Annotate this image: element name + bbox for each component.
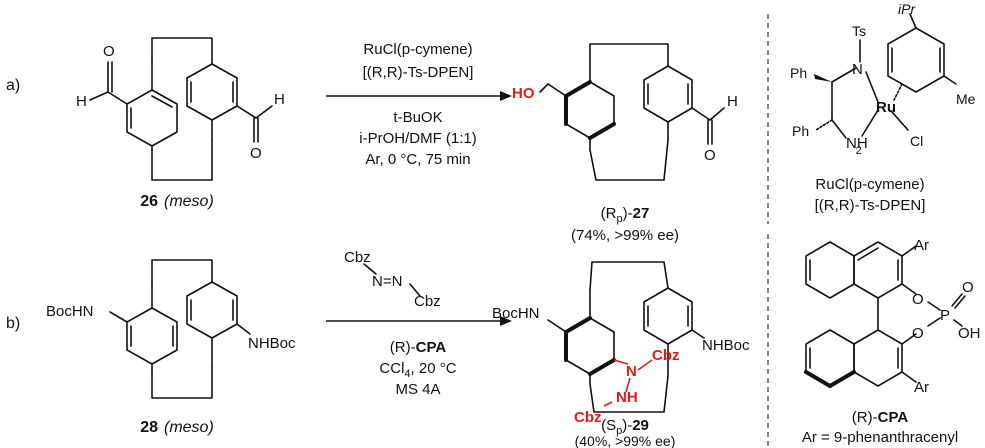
cat-ru: Ru bbox=[876, 99, 896, 116]
reactant-28-structure bbox=[109, 259, 251, 399]
condition-b-1: (R)-CPA bbox=[390, 339, 447, 356]
reagent-a-1: RuCl(p-cymene) bbox=[363, 41, 472, 58]
cat-me: Me bbox=[956, 91, 976, 107]
cpa-p: P bbox=[940, 307, 950, 324]
product-29-red-cbz-2: Cbz bbox=[574, 409, 602, 426]
ru-catalyst-name-2: [(R,R)-Ts-DPEN] bbox=[815, 197, 926, 214]
reactant-28-boc-right: NHBoc bbox=[248, 335, 296, 352]
product-29-boc-right: NHBoc bbox=[702, 337, 750, 354]
product-27-o: O bbox=[704, 147, 716, 164]
product-27-label: (Rp)-27 bbox=[601, 205, 650, 225]
aldehyde-o-left: O bbox=[103, 43, 115, 60]
aldehyde-h-left: H bbox=[76, 93, 87, 110]
cat-nh2: NH2 bbox=[846, 135, 868, 157]
cat-cl: Cl bbox=[910, 133, 923, 149]
condition-b-2: CCl4, 20 °C bbox=[379, 360, 456, 380]
cpa-ar-definition: Ar = 9-phenanthracenyl bbox=[802, 429, 958, 446]
cpa-o-bottom: O bbox=[912, 325, 924, 342]
azo-cbz-2: Cbz bbox=[414, 293, 441, 310]
condition-b-3: MS 4A bbox=[395, 381, 440, 398]
reactant-26-structure bbox=[89, 37, 273, 181]
reactant-26-number: 26 bbox=[140, 193, 158, 210]
cpa-o-double: O bbox=[962, 279, 974, 296]
cat-ph-top: Ph bbox=[790, 65, 807, 81]
row-b-label: b) bbox=[6, 315, 20, 332]
azo-nn: N=N bbox=[372, 273, 402, 290]
aldehyde-h-right: H bbox=[274, 91, 285, 108]
product-29-yield: (40%, >99% ee) bbox=[575, 433, 676, 448]
cpa-o-top: O bbox=[912, 291, 924, 308]
cpa-name: (R)-CPA bbox=[852, 409, 909, 426]
reagent-a-2: [(R,R)-Ts-DPEN] bbox=[363, 64, 474, 81]
cpa-ar-top: Ar bbox=[914, 237, 929, 254]
arrow-head-a bbox=[500, 91, 512, 101]
product-29-label-main: (Sp)-29 bbox=[601, 417, 649, 437]
cat-n-top: N bbox=[852, 61, 863, 78]
row-a-label: a) bbox=[6, 77, 20, 94]
cat-ph-bottom: Ph bbox=[792, 123, 809, 139]
ru-catalyst-name-1: RuCl(p-cymene) bbox=[815, 176, 924, 193]
cpa-oh: OH bbox=[958, 325, 981, 342]
reactant-28-number: 28 bbox=[140, 419, 158, 436]
reactant-28-desc: (meso) bbox=[164, 419, 214, 436]
product-27-ho: HO bbox=[512, 85, 535, 102]
product-27-yield: (74%, >99% ee) bbox=[571, 227, 679, 244]
reactant-26-desc: (meso) bbox=[164, 193, 214, 210]
condition-a-3: Ar, 0 °C, 75 min bbox=[365, 151, 470, 168]
product-29-red-n: N bbox=[626, 363, 637, 380]
cat-ts: Ts bbox=[852, 23, 866, 39]
product-29-structure bbox=[547, 261, 705, 413]
cpa-ar-bottom: Ar bbox=[914, 379, 929, 396]
cpa-catalyst-structure bbox=[804, 241, 966, 388]
product-29-red-cbz-1: Cbz bbox=[652, 347, 680, 364]
arrow-head-b bbox=[500, 316, 512, 326]
product-27-structure bbox=[539, 43, 725, 181]
cat-ipr: iPr bbox=[898, 1, 916, 17]
ru-catalyst-structure bbox=[814, 13, 957, 139]
reactant-28-boc-left: BocHN bbox=[46, 303, 94, 320]
condition-a-2: i-PrOH/DMF (1:1) bbox=[359, 130, 477, 147]
product-29-boc-left: BocHN bbox=[492, 305, 540, 322]
product-29-red-nh: NH bbox=[616, 389, 638, 406]
condition-a-1: t-BuOK bbox=[393, 109, 442, 126]
aldehyde-o-right: O bbox=[250, 145, 262, 162]
azo-cbz-1: Cbz bbox=[344, 249, 371, 266]
product-27-h: H bbox=[727, 93, 738, 110]
